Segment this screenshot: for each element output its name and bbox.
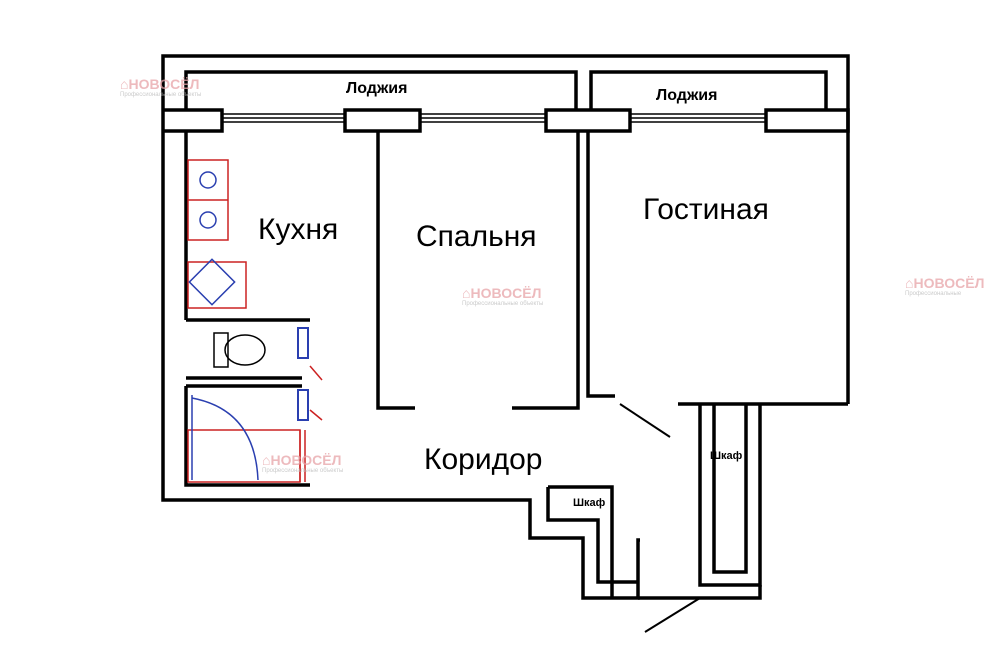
window-wall	[163, 108, 224, 133]
exterior-left-wall	[161, 110, 640, 600]
living-closet-label: Шкаф	[710, 450, 743, 462]
window-wall	[764, 108, 850, 133]
doors	[619, 403, 701, 633]
right-lower-wall	[638, 585, 762, 600]
toilet-tank	[213, 332, 229, 368]
kitchen-fixtures	[187, 159, 247, 309]
walls	[161, 54, 850, 600]
corridor-closet-label: Шкаф	[573, 497, 606, 509]
bedroom-label: Спальня	[416, 220, 537, 253]
window-wall	[544, 108, 632, 133]
wc-wall	[186, 376, 302, 388]
loggia-right-box	[589, 70, 828, 110]
corridor-label: Коридор	[424, 443, 543, 476]
bedroom-door-swing	[619, 403, 671, 438]
wc-fixtures	[213, 327, 309, 421]
loggia-left-box	[184, 70, 578, 110]
living-closet	[698, 404, 762, 587]
loggia-left-label: Лоджия	[346, 80, 408, 97]
bath-left-wall	[184, 386, 310, 487]
loggia-outer-wall	[161, 54, 850, 110]
toilet-bowl-icon	[224, 334, 266, 366]
burner-icon	[199, 211, 217, 229]
living-left-wall	[586, 131, 615, 398]
bedroom-left-wall	[376, 131, 415, 410]
corridor-closet	[546, 485, 638, 598]
closet-door-swing	[644, 597, 701, 633]
bath-fixtures	[187, 365, 323, 483]
bedroom-right-wall	[512, 131, 580, 410]
kitchen-label: Кухня	[258, 213, 339, 246]
kitchen-sink	[187, 261, 247, 309]
window-wall	[343, 108, 422, 133]
window-glass	[222, 113, 766, 123]
loggia-right-label: Лоджия	[656, 87, 718, 104]
burner-icon	[199, 171, 217, 189]
living-room-label: Гостиная	[643, 193, 769, 226]
